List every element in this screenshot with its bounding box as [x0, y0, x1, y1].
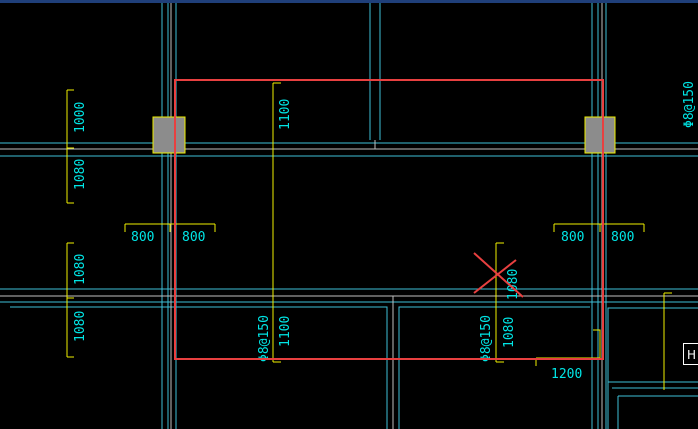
column-left[interactable] [152, 116, 186, 154]
beam-lines [0, 3, 698, 429]
window-top-border [0, 0, 698, 3]
left-dim-text-1: 1000 [73, 102, 88, 133]
col-left-dim-text-b: 800 [182, 230, 205, 245]
left-dim-text-3: 1080 [73, 254, 88, 285]
rebar-right-text: Φ8@150 [479, 315, 494, 362]
grid-lines [0, 3, 698, 429]
rebar-mid-text: Φ8@150 [257, 315, 272, 362]
col-left-dim-text-a: 800 [131, 230, 154, 245]
bottom-dim-text: 1200 [551, 367, 582, 382]
left-dim-text-4: 1080 [73, 311, 88, 342]
cross-mark-icon [473, 252, 524, 298]
corner-tag-button[interactable]: H [683, 343, 698, 365]
mid-top-dim-text: 1100 [278, 99, 293, 130]
left-dim-text-2: 1080 [73, 159, 88, 190]
column-right[interactable] [584, 116, 616, 154]
col-right-dim-text-a: 800 [561, 230, 584, 245]
selection-box[interactable] [174, 79, 604, 360]
col-right-dim-text-b: 800 [611, 230, 634, 245]
right-dim-lower-text: 1080 [502, 317, 517, 348]
rebar-top-right-text: Φ8@150 [682, 81, 697, 128]
mid-bottom-dim-text: 1100 [278, 316, 293, 347]
